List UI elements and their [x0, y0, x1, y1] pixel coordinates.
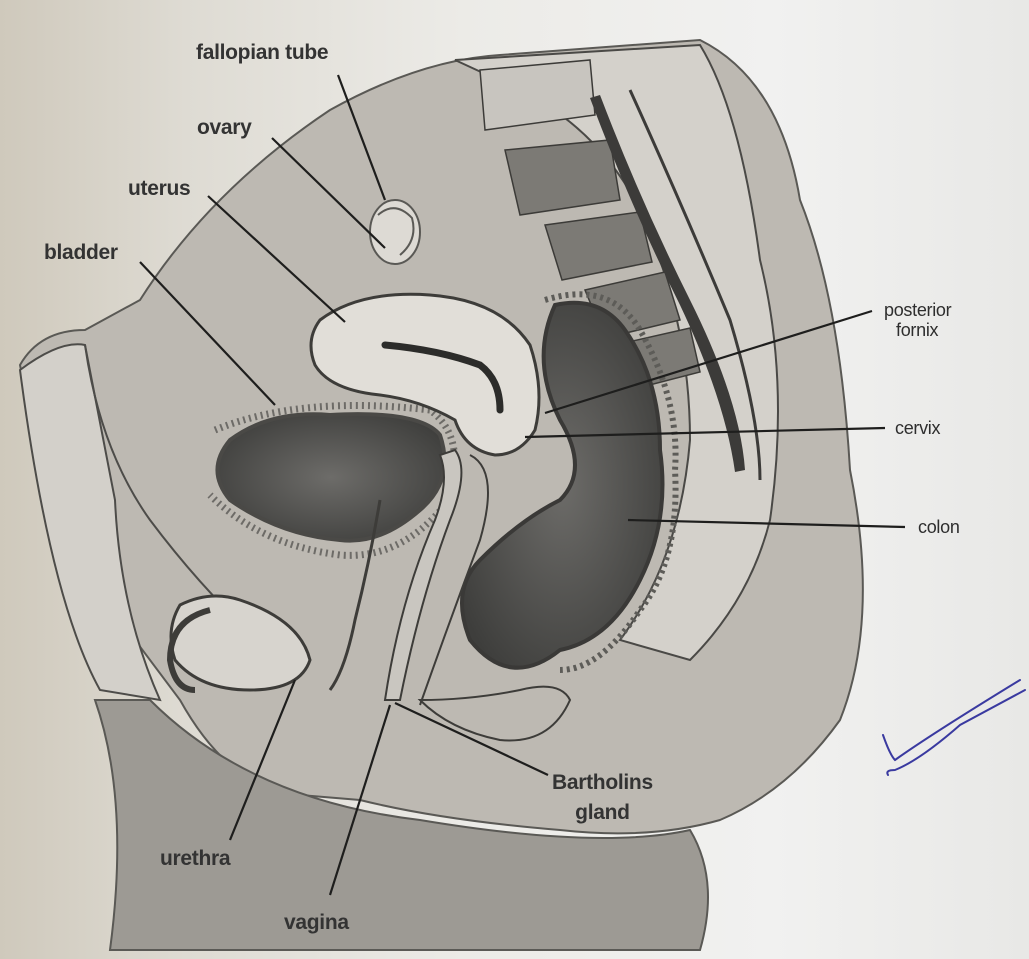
label-posterior-fornix-line2: fornix [884, 320, 951, 340]
label-cervix: cervix [895, 418, 940, 438]
label-colon: colon [918, 517, 960, 537]
checkmark [883, 680, 1025, 775]
label-urethra: urethra [160, 848, 230, 869]
label-vagina: vagina [284, 912, 349, 933]
label-bartholins-line2: gland [552, 798, 653, 828]
label-bartholins-line1: Bartholins [552, 768, 653, 798]
label-uterus: uterus [128, 178, 190, 199]
label-bladder: bladder [44, 242, 118, 263]
label-fallopian-tube: fallopian tube [196, 42, 328, 63]
label-posterior-fornix-line1: posterior [884, 300, 951, 320]
label-ovary: ovary [197, 117, 252, 138]
label-posterior-fornix: posterior fornix [884, 300, 951, 340]
label-bartholins-gland: Bartholins gland [552, 768, 653, 828]
